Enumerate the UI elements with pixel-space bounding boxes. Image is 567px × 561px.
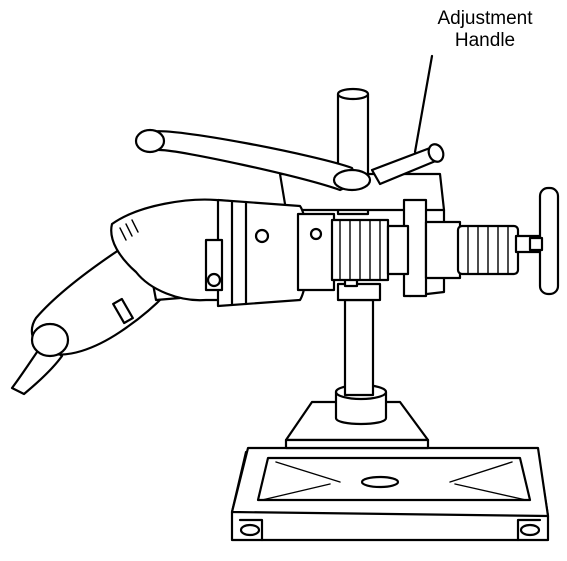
column-upper-top: [336, 87, 370, 101]
column-lower: [336, 268, 382, 397]
base-feet: [238, 518, 542, 542]
drill-button: [254, 228, 270, 244]
drill-collar-bands: [230, 200, 248, 306]
column-lower-cap: [336, 282, 382, 302]
feed-lever-grip: [134, 128, 166, 154]
callout-leader-line: [413, 54, 434, 154]
drill-body: [30, 198, 336, 358]
adjustment-handle-label-line2: Handle: [454, 30, 516, 51]
adjustment-handle-label: Adjustment Handle: [410, 8, 560, 52]
chuck-key-stem: [528, 236, 544, 252]
pedestal-plate-edge: [284, 438, 430, 450]
coupling-knurl: [339, 219, 381, 281]
carriage-housing: [278, 172, 446, 298]
adjustment-handle-label-line1: Adjustment: [437, 8, 533, 29]
drill-nose-screw: [309, 227, 323, 241]
base-center-slot: [360, 475, 400, 489]
chuck-collar: [424, 220, 462, 280]
adjustment-handle-knob: [427, 143, 445, 163]
column-lower-tube: [343, 298, 375, 397]
drill-vents: [119, 219, 139, 241]
coupling-ring: [386, 224, 410, 276]
base-rim: [256, 456, 532, 502]
feed-lever-arm: [143, 130, 360, 192]
drill-switch: [112, 297, 134, 325]
feed-lever: [134, 128, 372, 192]
drill-nose: [296, 212, 336, 292]
stand-base: [230, 446, 550, 542]
base-mounting-hole-left: [239, 523, 261, 537]
chuck-knurl: [467, 225, 509, 275]
adjustment-handle: [370, 143, 445, 186]
feed-lever-hub: [332, 168, 372, 192]
drill-clamp-screw: [206, 272, 222, 288]
spindle-coupling: [330, 218, 410, 282]
base-ribs: [261, 461, 527, 501]
drill-chuck: [424, 186, 560, 296]
base-mounting-hole-right: [519, 523, 541, 537]
drill-grip-end: [30, 322, 70, 358]
